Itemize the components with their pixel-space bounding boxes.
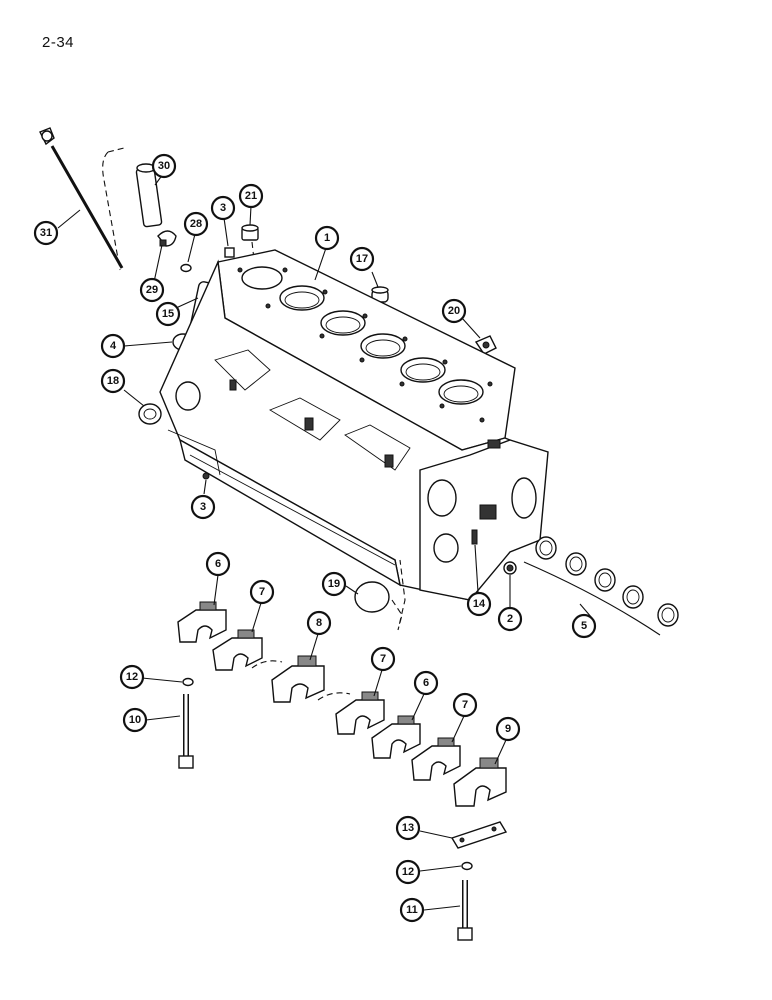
svg-text:3: 3 bbox=[200, 501, 206, 513]
callout-18: 18 bbox=[100, 368, 126, 394]
callout-11: 11 bbox=[399, 897, 425, 923]
callouts: 31 30 29 28 15 3 21 1 bbox=[33, 153, 597, 923]
callout-7a: 7 bbox=[249, 579, 275, 605]
svg-text:18: 18 bbox=[107, 375, 119, 387]
svg-text:6: 6 bbox=[423, 677, 429, 689]
dipstick-tube-guide bbox=[102, 147, 125, 271]
callout-17: 17 bbox=[349, 246, 375, 272]
callout-7c: 7 bbox=[452, 692, 478, 718]
tube-clamp-29 bbox=[157, 230, 177, 247]
dipstick-30 bbox=[39, 127, 125, 269]
bolt-10 bbox=[178, 694, 194, 769]
callout-7b: 7 bbox=[370, 646, 396, 672]
callout-2: 2 bbox=[497, 606, 523, 632]
svg-text:14: 14 bbox=[473, 598, 486, 610]
plug-3-top bbox=[224, 247, 235, 258]
bearing-cap-7c bbox=[411, 737, 461, 781]
washer-12b bbox=[461, 861, 473, 871]
svg-text:17: 17 bbox=[356, 253, 368, 265]
cylinder-block-1 bbox=[159, 249, 549, 601]
svg-text:28: 28 bbox=[190, 218, 202, 230]
deck-bolt-holes bbox=[237, 267, 493, 423]
svg-text:29: 29 bbox=[146, 284, 158, 296]
callout-14: 14 bbox=[466, 591, 492, 617]
svg-text:7: 7 bbox=[462, 699, 468, 711]
washer-12a bbox=[182, 677, 194, 687]
svg-text:11: 11 bbox=[406, 904, 418, 916]
svg-text:30: 30 bbox=[158, 160, 170, 172]
svg-text:6: 6 bbox=[215, 558, 221, 570]
callout-3-top: 3 bbox=[210, 195, 236, 221]
callout-21: 21 bbox=[238, 183, 264, 209]
callout-15: 15 bbox=[155, 301, 181, 327]
callout-6b: 6 bbox=[413, 670, 439, 696]
dipstick-tube-31 bbox=[135, 163, 163, 228]
bearing-cap-7a bbox=[212, 629, 263, 671]
bearing-cap-8 bbox=[271, 655, 325, 703]
cylinder-bores bbox=[241, 266, 484, 405]
svg-text:1: 1 bbox=[324, 232, 330, 244]
o-ring-28 bbox=[180, 263, 192, 273]
plug-2 bbox=[503, 561, 517, 575]
svg-text:15: 15 bbox=[162, 308, 174, 320]
callout-9: 9 bbox=[495, 716, 521, 742]
svg-text:7: 7 bbox=[259, 586, 265, 598]
fitting-20 bbox=[474, 335, 497, 355]
seal-18 bbox=[138, 403, 162, 425]
bolt-11 bbox=[457, 880, 473, 941]
svg-text:5: 5 bbox=[581, 620, 587, 632]
svg-text:13: 13 bbox=[402, 822, 414, 834]
svg-text:12: 12 bbox=[402, 866, 414, 878]
bearing-cap-6b bbox=[371, 715, 421, 759]
callout-31: 30 bbox=[151, 153, 177, 179]
callout-28: 28 bbox=[183, 211, 209, 237]
callout-1: 1 bbox=[314, 225, 340, 251]
callout-19: 19 bbox=[321, 571, 347, 597]
svg-text:31: 31 bbox=[40, 227, 52, 239]
svg-text:19: 19 bbox=[328, 578, 340, 590]
bearing-cap-9 bbox=[453, 757, 507, 807]
bearing-cap-7b bbox=[335, 691, 385, 735]
svg-text:3: 3 bbox=[220, 202, 226, 214]
callout-12b: 12 bbox=[395, 859, 421, 885]
svg-text:4: 4 bbox=[110, 340, 117, 352]
svg-text:12: 12 bbox=[126, 671, 138, 683]
callout-13: 13 bbox=[395, 815, 421, 841]
plug-17 bbox=[371, 286, 389, 303]
callout-6a: 6 bbox=[205, 551, 231, 577]
callout-8: 8 bbox=[306, 610, 332, 636]
page-number: 2-34 bbox=[42, 34, 75, 51]
dowel-14 bbox=[471, 529, 478, 545]
strap-13 bbox=[450, 821, 508, 849]
callout-4: 4 bbox=[100, 333, 126, 359]
callout-10: 10 bbox=[122, 707, 148, 733]
bearing-caps bbox=[177, 601, 507, 807]
callout-29: 29 bbox=[139, 277, 165, 303]
expansion-plug-19 bbox=[354, 559, 406, 631]
svg-text:20: 20 bbox=[448, 305, 460, 317]
callout-12a: 12 bbox=[119, 664, 145, 690]
svg-text:10: 10 bbox=[129, 714, 141, 726]
callout-30: 31 bbox=[33, 220, 59, 246]
leader-lines bbox=[57, 173, 593, 911]
svg-text:21: 21 bbox=[245, 190, 257, 202]
callout-3-bottom: 3 bbox=[190, 494, 216, 520]
svg-text:7: 7 bbox=[380, 653, 386, 665]
thrust-washer-b bbox=[317, 692, 351, 701]
cam-bushings-5 bbox=[523, 536, 679, 636]
thrust-washer-a bbox=[251, 660, 283, 669]
svg-text:8: 8 bbox=[316, 617, 322, 629]
svg-text:9: 9 bbox=[505, 723, 511, 735]
callout-20: 20 bbox=[441, 298, 467, 324]
callout-5: 5 bbox=[571, 613, 597, 639]
svg-text:2: 2 bbox=[507, 613, 513, 625]
bearing-cap-6a bbox=[177, 601, 227, 643]
